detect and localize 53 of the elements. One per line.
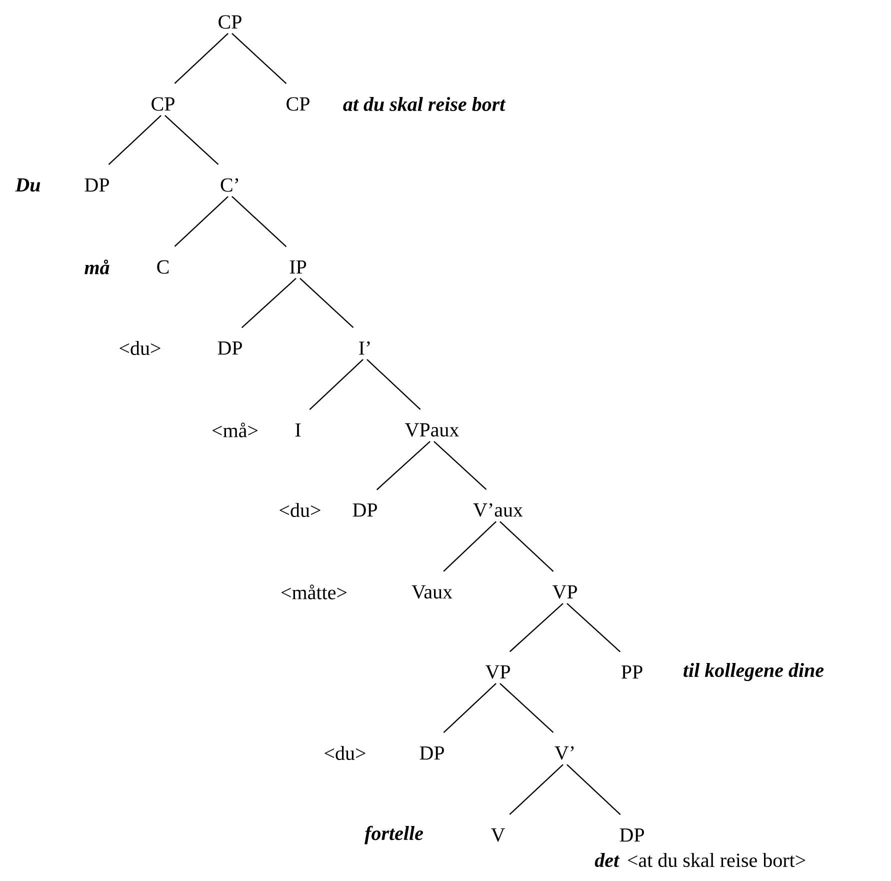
branch-line bbox=[509, 764, 564, 815]
word-label: <måtte> bbox=[282, 584, 347, 600]
branch-line bbox=[509, 602, 564, 652]
branch-line bbox=[164, 115, 219, 165]
branch-line bbox=[241, 278, 296, 328]
branch-line bbox=[434, 441, 487, 490]
word-label: det bbox=[594, 853, 620, 868]
branch-line bbox=[500, 683, 554, 733]
category-label: CP bbox=[286, 97, 310, 111]
word-label: <må> bbox=[212, 422, 258, 438]
category-label: V’ bbox=[554, 746, 574, 760]
branch-line bbox=[376, 440, 430, 490]
category-label: IP bbox=[290, 260, 306, 274]
category-label: DP bbox=[420, 746, 444, 760]
category-label: VP bbox=[552, 585, 577, 599]
branch-line bbox=[174, 196, 228, 247]
branch-line bbox=[443, 683, 496, 733]
word-label: <du> bbox=[120, 340, 160, 356]
category-label: Vaux bbox=[412, 585, 452, 599]
category-label: I bbox=[295, 423, 301, 437]
word-label: Du bbox=[15, 178, 40, 192]
category-label: CP bbox=[152, 97, 174, 111]
branch-line bbox=[309, 358, 364, 410]
word-label: <at du skal reise bort> bbox=[628, 853, 806, 868]
branch-line bbox=[443, 521, 496, 572]
branch-line bbox=[232, 196, 287, 248]
category-label: V bbox=[491, 828, 505, 842]
branch-line bbox=[566, 764, 621, 815]
category-label: I’ bbox=[359, 341, 370, 355]
category-label: DP bbox=[218, 341, 242, 355]
word-label: <du> bbox=[324, 746, 366, 760]
word-label: til kollegene dine bbox=[684, 662, 824, 682]
word-label: <du> bbox=[280, 502, 320, 518]
category-label: PP bbox=[621, 665, 642, 679]
word-label: må bbox=[84, 260, 110, 274]
word-label: fortelle bbox=[364, 826, 423, 844]
category-label: DP bbox=[352, 503, 377, 517]
category-label: VPaux bbox=[405, 423, 459, 437]
category-label: DP bbox=[84, 178, 109, 192]
category-label: DP bbox=[620, 828, 644, 842]
branch-line bbox=[500, 521, 554, 572]
category-label: C bbox=[157, 260, 169, 274]
word-label: at du skal reise bort bbox=[343, 96, 506, 112]
branch-line bbox=[232, 33, 287, 84]
branch-line bbox=[300, 278, 354, 328]
category-label: V’aux bbox=[473, 503, 523, 517]
category-label: VP bbox=[485, 665, 510, 679]
branch-line bbox=[366, 358, 421, 410]
branch-line bbox=[566, 603, 621, 652]
branch-line bbox=[174, 33, 228, 84]
branch-line bbox=[108, 115, 162, 165]
category-label: CP bbox=[218, 15, 242, 29]
category-label: C’ bbox=[220, 178, 238, 192]
